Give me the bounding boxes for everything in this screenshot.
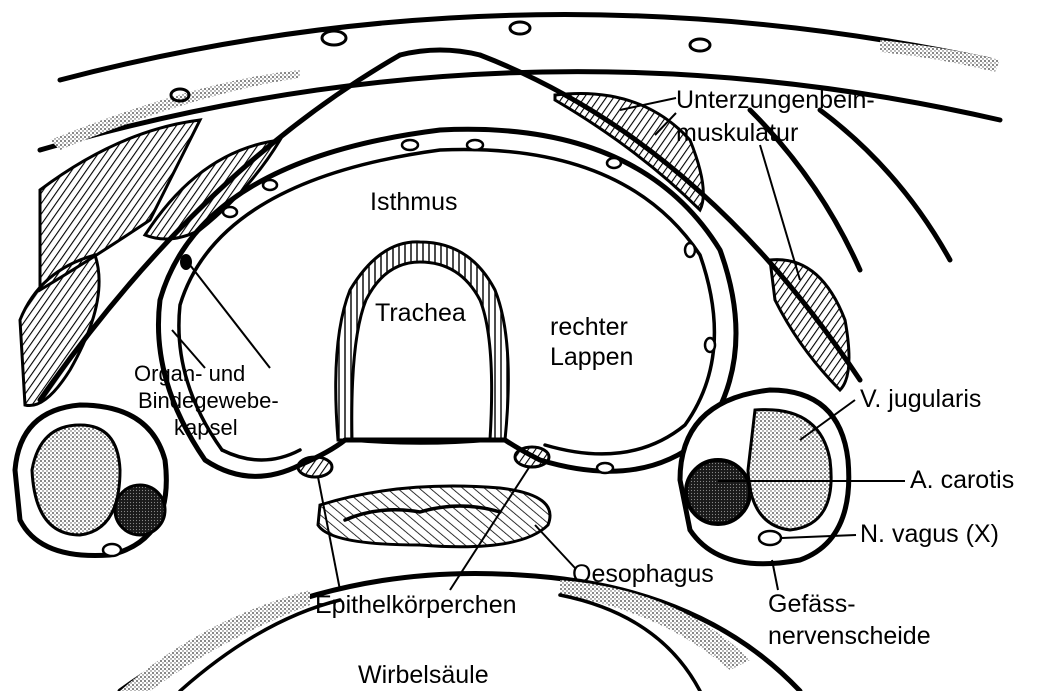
label-unterzungenbein-1: Unterzungenbein- [676, 86, 875, 114]
sternocleido-left [20, 255, 99, 406]
leader-oesophagus [535, 525, 575, 568]
fascia-apex [400, 50, 480, 55]
label-v-jugularis: V. jugularis [860, 385, 981, 413]
capsule-vessel-9 [181, 255, 191, 269]
label-wirbelsaeule: Wirbelsäule [358, 661, 489, 689]
left-jugular-vein [32, 425, 120, 535]
label-gefaess-1: Gefäss- [768, 590, 856, 618]
capsule-vessel-2 [467, 140, 483, 150]
capsule-vessel-6 [685, 243, 695, 257]
label-rechter: rechter [550, 313, 628, 341]
capsule-vessel-3 [263, 180, 277, 190]
skin-stipple-right [880, 40, 1000, 72]
vertebral-shade-left [120, 590, 310, 691]
capsule-vessel-8 [597, 463, 613, 473]
label-trachea: Trachea [375, 299, 466, 327]
muscle-line-right-2 [820, 110, 950, 260]
capsule-vessel-1 [402, 140, 418, 150]
parathyroid-left [298, 457, 332, 477]
label-n-vagus: N. vagus (X) [860, 520, 999, 548]
label-kapsel-2: Bindegewebe- [138, 388, 279, 413]
superficial-vessel-3 [690, 39, 710, 51]
label-a-carotis: A. carotis [910, 466, 1014, 494]
label-gefaess-2: nervenscheide [768, 622, 931, 650]
right-carotid-artery [686, 460, 750, 524]
superficial-vessel-2 [510, 22, 530, 34]
label-lappen: Lappen [550, 343, 633, 371]
capsule-vessel-4 [223, 207, 237, 217]
leader-kapsel-2 [190, 265, 270, 368]
left-vagus-nerve [103, 544, 121, 556]
superficial-vessel-1 [322, 31, 346, 45]
label-kapsel-3: kapsel [174, 415, 238, 440]
vertebral-shade-right [560, 580, 750, 670]
label-oesophagus: Oesophagus [572, 560, 714, 588]
left-carotid-artery [115, 485, 165, 535]
label-epithelkoerperchen: Epithelkörperchen [315, 591, 517, 619]
right-vagus-nerve [759, 531, 781, 545]
label-kapsel-1: Organ- und [134, 361, 245, 386]
capsule-vessel-7 [705, 338, 715, 352]
label-isthmus: Isthmus [370, 188, 458, 216]
parathyroid-right [515, 447, 549, 467]
thyroid-capsule-inner-left-end [222, 450, 300, 460]
label-unterzungenbein-2: muskulatur [676, 119, 798, 147]
trachea-wall [336, 242, 509, 440]
capsule-vessel-5 [607, 158, 621, 168]
